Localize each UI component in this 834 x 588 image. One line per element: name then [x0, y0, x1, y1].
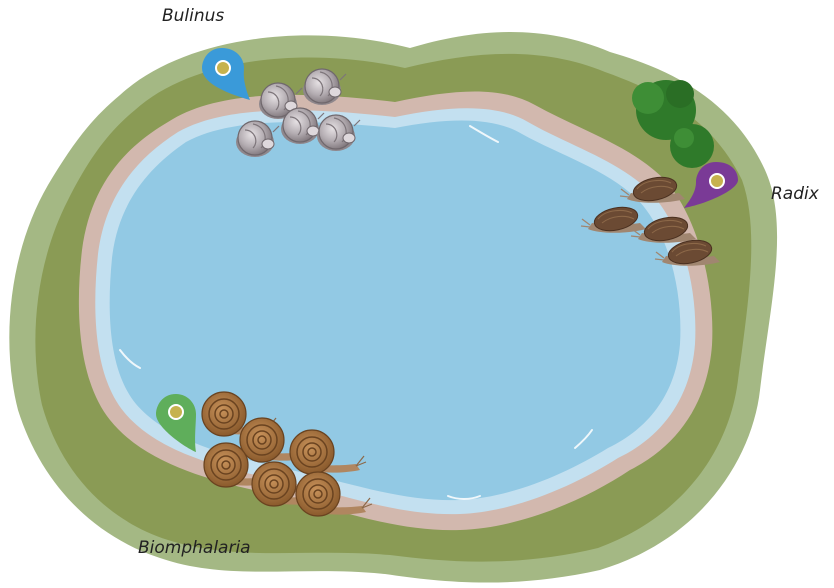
label-bulinus: Bulinus: [162, 6, 224, 26]
pond-water: [110, 120, 681, 500]
label-biomphalaria: Biomphalaria: [138, 538, 251, 558]
label-radix: Radix: [771, 184, 819, 204]
